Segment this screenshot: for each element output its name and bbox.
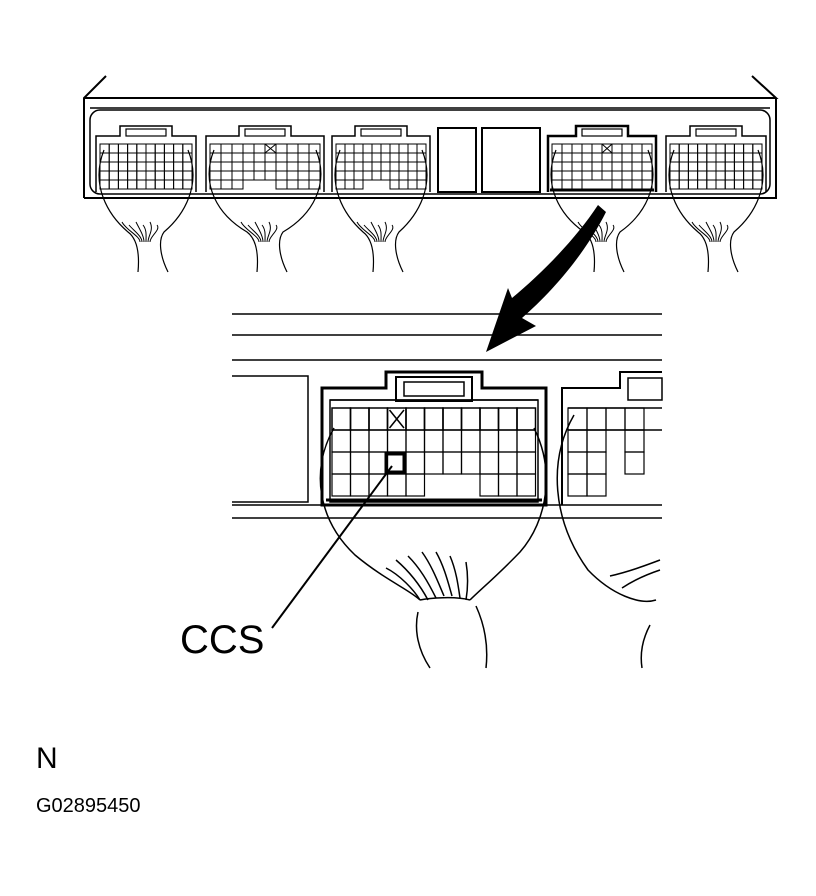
ccs-leader-line: [271, 465, 393, 629]
ecu-connector: [546, 124, 658, 273]
ccs-terminal-highlight: [384, 452, 406, 474]
detail-adjacent-connector: [556, 371, 663, 669]
zoom-arrow: [486, 205, 606, 352]
ecu-connector: [665, 125, 767, 273]
figure-id-label: G02895450: [36, 795, 141, 817]
ecu-connector-row: [95, 124, 767, 273]
ecu-connector: [95, 125, 197, 273]
ecu-connector: [205, 125, 325, 273]
ccs-callout-label: CCS: [180, 618, 265, 662]
ecu-connector: [331, 125, 431, 273]
view-code-label: N: [36, 742, 58, 775]
detail-connector: [320, 370, 548, 507]
ecu-housing: [83, 75, 779, 199]
detail-housing-lines: [232, 313, 662, 519]
detail-wire-loom: [319, 427, 547, 669]
ecu-center-blocks: [437, 127, 541, 193]
